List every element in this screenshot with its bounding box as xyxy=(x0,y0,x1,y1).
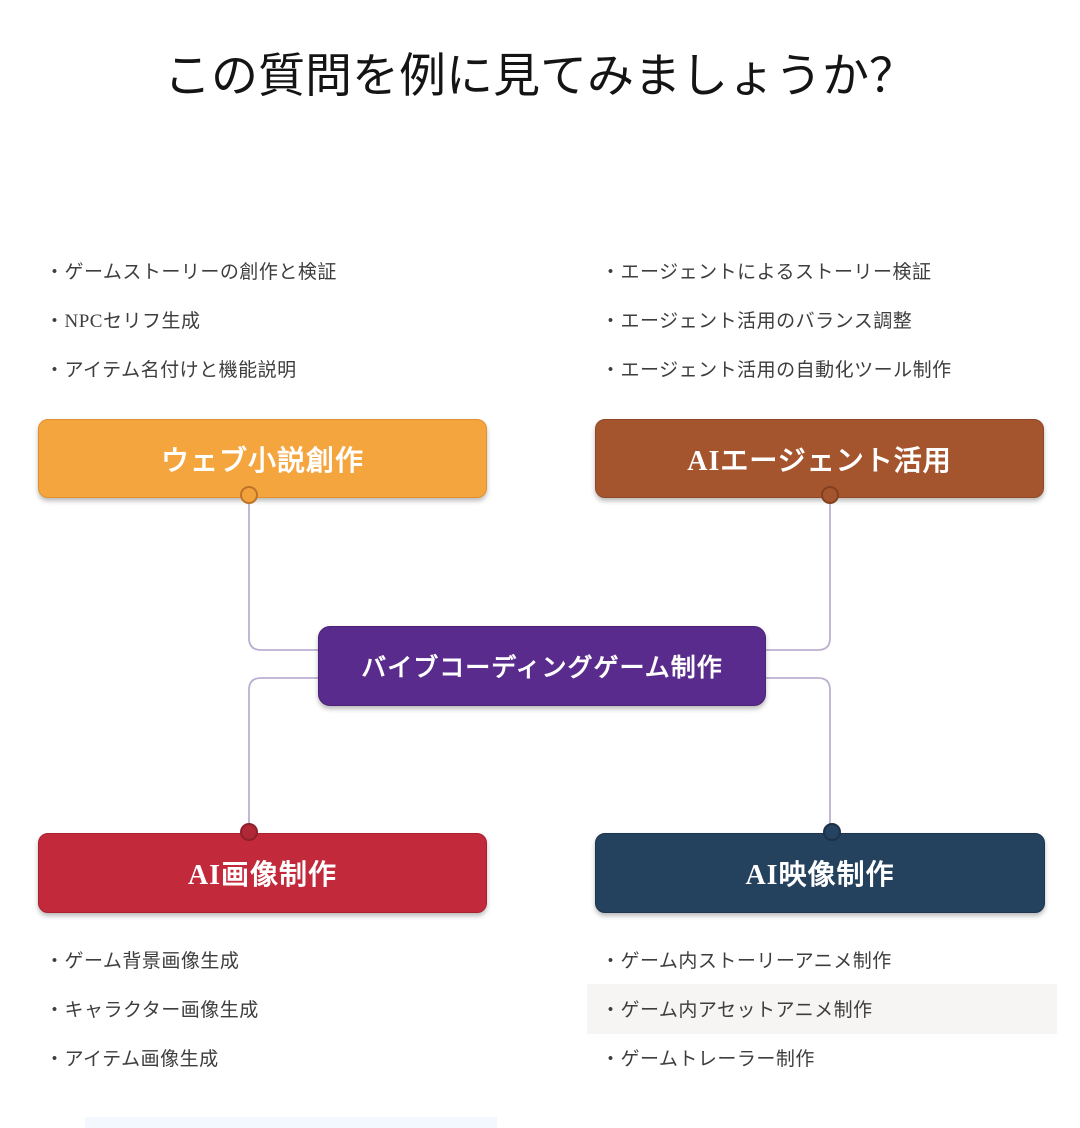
list-item: ・エージェント活用の自動化ツール制作 xyxy=(601,360,952,381)
list-item: ・アイテム名付けと機能説明 xyxy=(45,360,297,381)
list-item: ・ゲーム背景画像生成 xyxy=(45,951,240,972)
list-item: ・エージェント活用のバランス調整 xyxy=(601,311,913,332)
node-center[interactable]: バイブコーディングゲーム制作 xyxy=(318,626,766,706)
list-ai-image: ・ゲーム背景画像生成 ・キャラクター画像生成 ・アイテム画像生成 xyxy=(45,946,259,1093)
connector-dot-video xyxy=(823,823,841,841)
node-label: AI映像制作 xyxy=(745,860,895,891)
node-label: ウェブ小説創作 xyxy=(160,445,364,477)
list-item: ・NPCセリフ生成 xyxy=(45,311,201,332)
node-ai-image[interactable]: AI画像制作 xyxy=(38,833,487,913)
list-item: ・エージェントによるストーリー検証 xyxy=(601,262,932,283)
list-ai-video: ・ゲーム内ストーリーアニメ制作 ・ゲーム内アセットアニメ制作 ・ゲームトレーラー… xyxy=(601,946,892,1093)
list-item: ・ゲーム内アセットアニメ制作 xyxy=(601,1000,873,1021)
node-label: AIエージェント活用 xyxy=(687,445,952,477)
connector-dot-agent xyxy=(821,486,839,504)
list-item: ・アイテム画像生成 xyxy=(45,1049,219,1070)
page-title: この質問を例に見てみましょうか？ xyxy=(164,51,916,103)
connector-dot-web xyxy=(240,486,258,504)
list-ai-agent: ・エージェントによるストーリー検証 ・エージェント活用のバランス調整 ・エージェ… xyxy=(601,257,952,404)
list-item: ・キャラクター画像生成 xyxy=(45,1000,259,1021)
list-item: ・ゲームストーリーの創作と検証 xyxy=(45,262,337,283)
list-item: ・ゲームトレーラー制作 xyxy=(601,1049,815,1070)
list-item: ・ゲーム内ストーリーアニメ制作 xyxy=(601,951,892,972)
connector-dot-image xyxy=(240,823,258,841)
highlight-band xyxy=(587,984,1057,1034)
node-web-novel[interactable]: ウェブ小説創作 xyxy=(38,419,487,498)
bottom-strip xyxy=(85,1117,497,1128)
node-ai-agent[interactable]: AIエージェント活用 xyxy=(595,419,1044,498)
node-label: バイブコーディングゲーム制作 xyxy=(361,655,723,682)
node-label: AI画像制作 xyxy=(187,860,338,891)
list-web-novel: ・ゲームストーリーの創作と検証 ・NPCセリフ生成 ・アイテム名付けと機能説明 xyxy=(45,257,337,404)
node-ai-video[interactable]: AI映像制作 xyxy=(595,833,1045,913)
